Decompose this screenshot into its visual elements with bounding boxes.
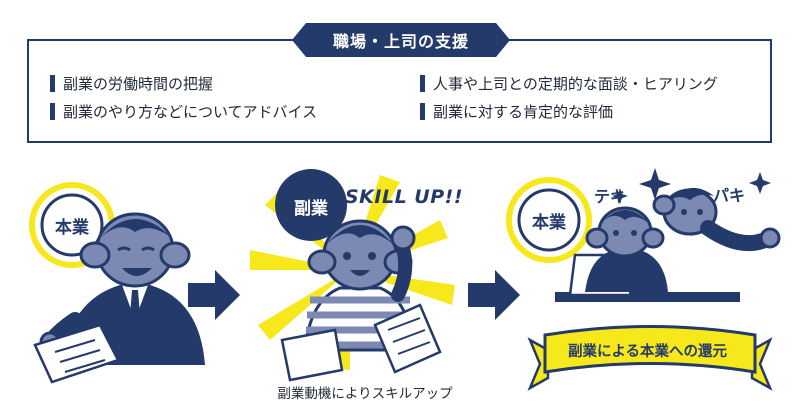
- desk: [555, 292, 740, 302]
- hair: [600, 210, 650, 224]
- tie: [130, 290, 140, 322]
- badge-circle: [40, 193, 104, 257]
- bullet-bar: [420, 74, 425, 92]
- arm: [700, 220, 773, 251]
- bullet-bar: [420, 102, 425, 120]
- badge-halo: [506, 177, 592, 263]
- panel-main-job: [29, 182, 205, 384]
- panel-return: [506, 168, 781, 391]
- fist: [390, 225, 416, 251]
- arrow-right-icon: [468, 270, 520, 320]
- sparkle-icon: [612, 168, 771, 204]
- sfx-paki: パキ: [713, 186, 746, 205]
- side-job-caption: 副業動機によりスキルアップ: [277, 386, 453, 402]
- badge-label-side-job: 副業: [294, 199, 328, 219]
- hair: [670, 187, 714, 200]
- ear: [641, 227, 665, 249]
- paper: [280, 328, 344, 382]
- sfx-teki: テキ: [594, 187, 627, 206]
- support-item: 副業に対する肯定的な評価: [420, 100, 613, 122]
- ear: [585, 227, 609, 249]
- hair: [100, 219, 172, 238]
- hair: [326, 225, 394, 245]
- document: [33, 323, 120, 384]
- support-item: 人事や上司との定期的な面談・ヒアリング: [420, 72, 718, 94]
- ribbon-banner: [543, 325, 757, 374]
- skill-up-text: SKILL UP!!: [345, 186, 463, 208]
- ear: [307, 249, 337, 275]
- ear: [159, 241, 191, 269]
- badge-label-return: 本業: [532, 213, 566, 233]
- panel-side-job: [250, 169, 455, 382]
- badge-circle: [517, 188, 581, 252]
- bullet-bar: [50, 74, 55, 92]
- badge-label-main-job: 本業: [55, 218, 89, 238]
- arrow-right-icon: [188, 270, 240, 320]
- bullet-bar: [50, 102, 55, 120]
- badge-circle: [275, 169, 347, 241]
- ribbon-label: 副業による本業への還元: [567, 344, 728, 360]
- suit-body: [585, 250, 668, 292]
- ear: [79, 241, 111, 269]
- support-item: 副業のやり方などについてアドバイス: [50, 100, 317, 122]
- support-item: 副業の労働時間の把握: [50, 72, 213, 94]
- paper: [373, 303, 442, 374]
- ear: [652, 194, 676, 216]
- support-box-title: 職場・上司の支援: [292, 23, 510, 57]
